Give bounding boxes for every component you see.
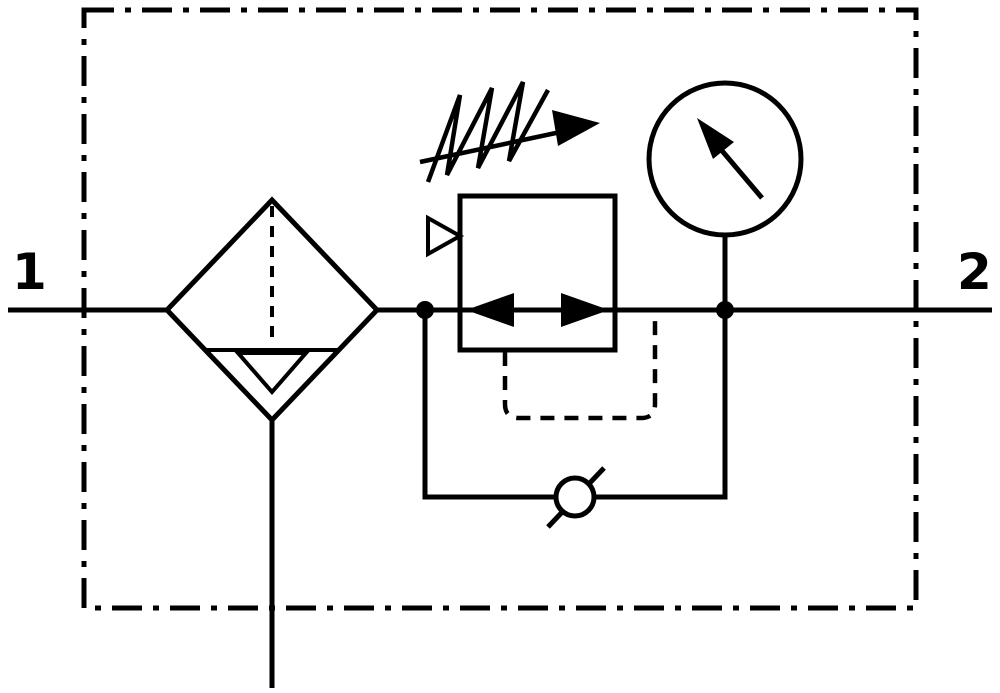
- pilot-line-icon: [502, 313, 658, 421]
- junction-dots: [416, 301, 734, 319]
- gauge-needle-head-icon: [697, 118, 734, 159]
- junction-dot-right: [716, 301, 734, 319]
- filter-with-water-separator: [206, 206, 338, 688]
- regulator-body-icon: [457, 193, 618, 353]
- spring-zigzag-icon: [425, 80, 550, 183]
- gauge-dial-icon: [646, 80, 804, 238]
- pressure-regulator: [419, 80, 609, 327]
- relief-vent-icon: [426, 214, 465, 258]
- port-label-inlet: 1: [12, 243, 47, 301]
- pressure-gauge: [646, 80, 804, 310]
- adjustment-arrow-shaft: [419, 127, 571, 165]
- check-valve-icon: [553, 475, 597, 519]
- pilot-feedback-line: [502, 313, 658, 421]
- adjustable-spring-arrow: [419, 80, 600, 183]
- gauge-needle-shaft: [716, 144, 764, 200]
- check-valve-bypass: [422, 310, 728, 529]
- regulator-arrow-right-icon: [561, 293, 609, 327]
- water-separator-triangle-icon: [233, 351, 311, 396]
- port-label-outlet: 2: [957, 243, 992, 301]
- regulator-arrow-left-icon: [466, 293, 514, 327]
- junction-dot-left: [416, 301, 434, 319]
- adjustment-arrow-head-icon: [552, 110, 600, 146]
